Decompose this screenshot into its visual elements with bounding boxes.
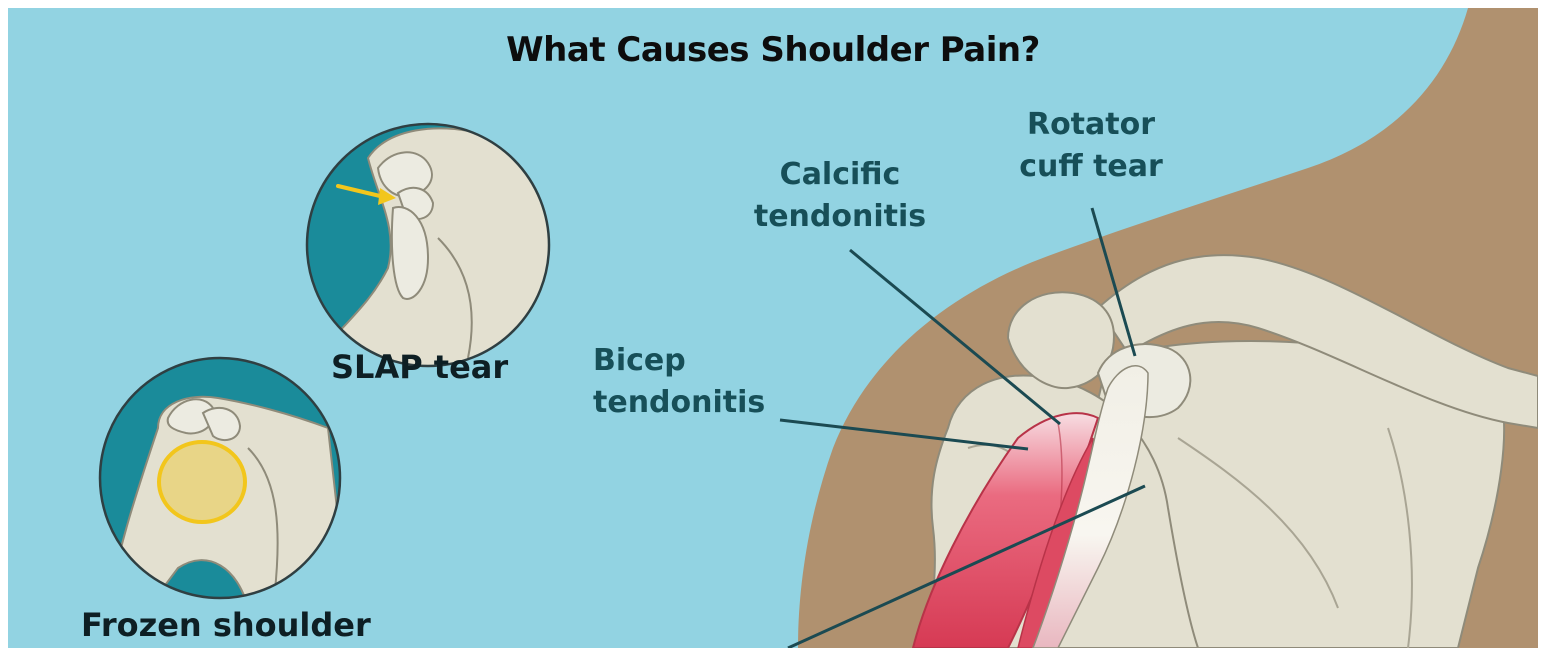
infographic: What Causes Shoulder Pain? SLAP tear Fro… [8, 8, 1538, 648]
slap-tear-inset [307, 124, 568, 368]
rotator-cuff-tear-label: Rotator cuff tear [1011, 104, 1171, 188]
bicep-label-line2: tendonitis [593, 382, 765, 424]
slap-tear-label: SLAP tear [331, 348, 508, 386]
calcific-label-line2: tendonitis [750, 196, 930, 238]
calcific-tendonitis-label: Calcific tendonitis [750, 154, 930, 238]
rotator-label-line2: cuff tear [1011, 146, 1171, 188]
bicep-label-line1: Bicep [593, 340, 765, 382]
page-title: What Causes Shoulder Pain? [8, 30, 1538, 70]
frozen-shoulder-label: Frozen shoulder [81, 606, 371, 644]
shoulder-illustration [8, 8, 1538, 648]
inflammation-circle-icon [159, 442, 245, 522]
calcific-label-line1: Calcific [750, 154, 930, 196]
rotator-label-line1: Rotator [1011, 104, 1171, 146]
bicep-tendonitis-label: Bicep tendonitis [593, 340, 765, 424]
frozen-shoulder-inset [100, 358, 348, 608]
